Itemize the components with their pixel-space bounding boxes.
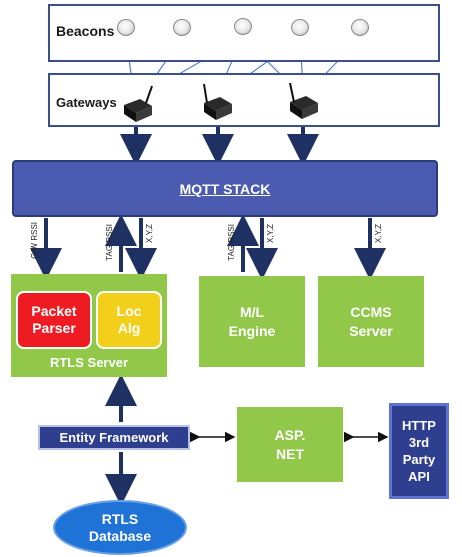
rtls-server-label: RTLS Server [49,355,129,370]
mqtt-stack-label: MQTT STACK [179,180,271,197]
ml-engine-box: M/L Engine [199,276,305,367]
tag-rssi-label: TAG RSSI [227,224,236,261]
xyz-label: X,Y,Z [145,224,154,243]
beacon-icon [351,19,369,36]
xyz-label: X,Y,Z [266,224,275,243]
loc-alg-box: Loc Alg [96,291,162,349]
gateways-label: Gateways [56,95,117,110]
ccms-server-box: CCMS Server [318,276,424,367]
http-api-box: HTTP 3rd Party API [389,403,449,499]
beacons-panel: Beacons [48,4,440,62]
rtls-database: RTLS Database [53,500,187,555]
beacon-icon [117,19,135,36]
tag-rssi-label: TAG RSSI [105,224,114,261]
xyz-label: X,Y,Z [374,224,383,243]
mqtt-server-arrows [30,214,386,280]
gateway-mqtt-arrows [120,123,319,166]
gateways-panel: Gateways [48,73,440,127]
gw-rssi-label: G/W RSSI [30,222,39,259]
beacon-icon [234,18,252,35]
beacons-label: Beacons [56,23,115,39]
beacon-icon [291,19,309,36]
mqtt-stack-box: MQTT STACK [12,160,438,217]
beacon-icon [173,19,191,36]
entity-framework-box: Entity Framework [38,425,190,450]
packet-parser-box: Packet Parser [16,291,92,349]
asp-net-box: ASP. NET [237,407,343,482]
rtls-server-box: Packet Parser Loc Alg RTLS Server [11,274,167,377]
